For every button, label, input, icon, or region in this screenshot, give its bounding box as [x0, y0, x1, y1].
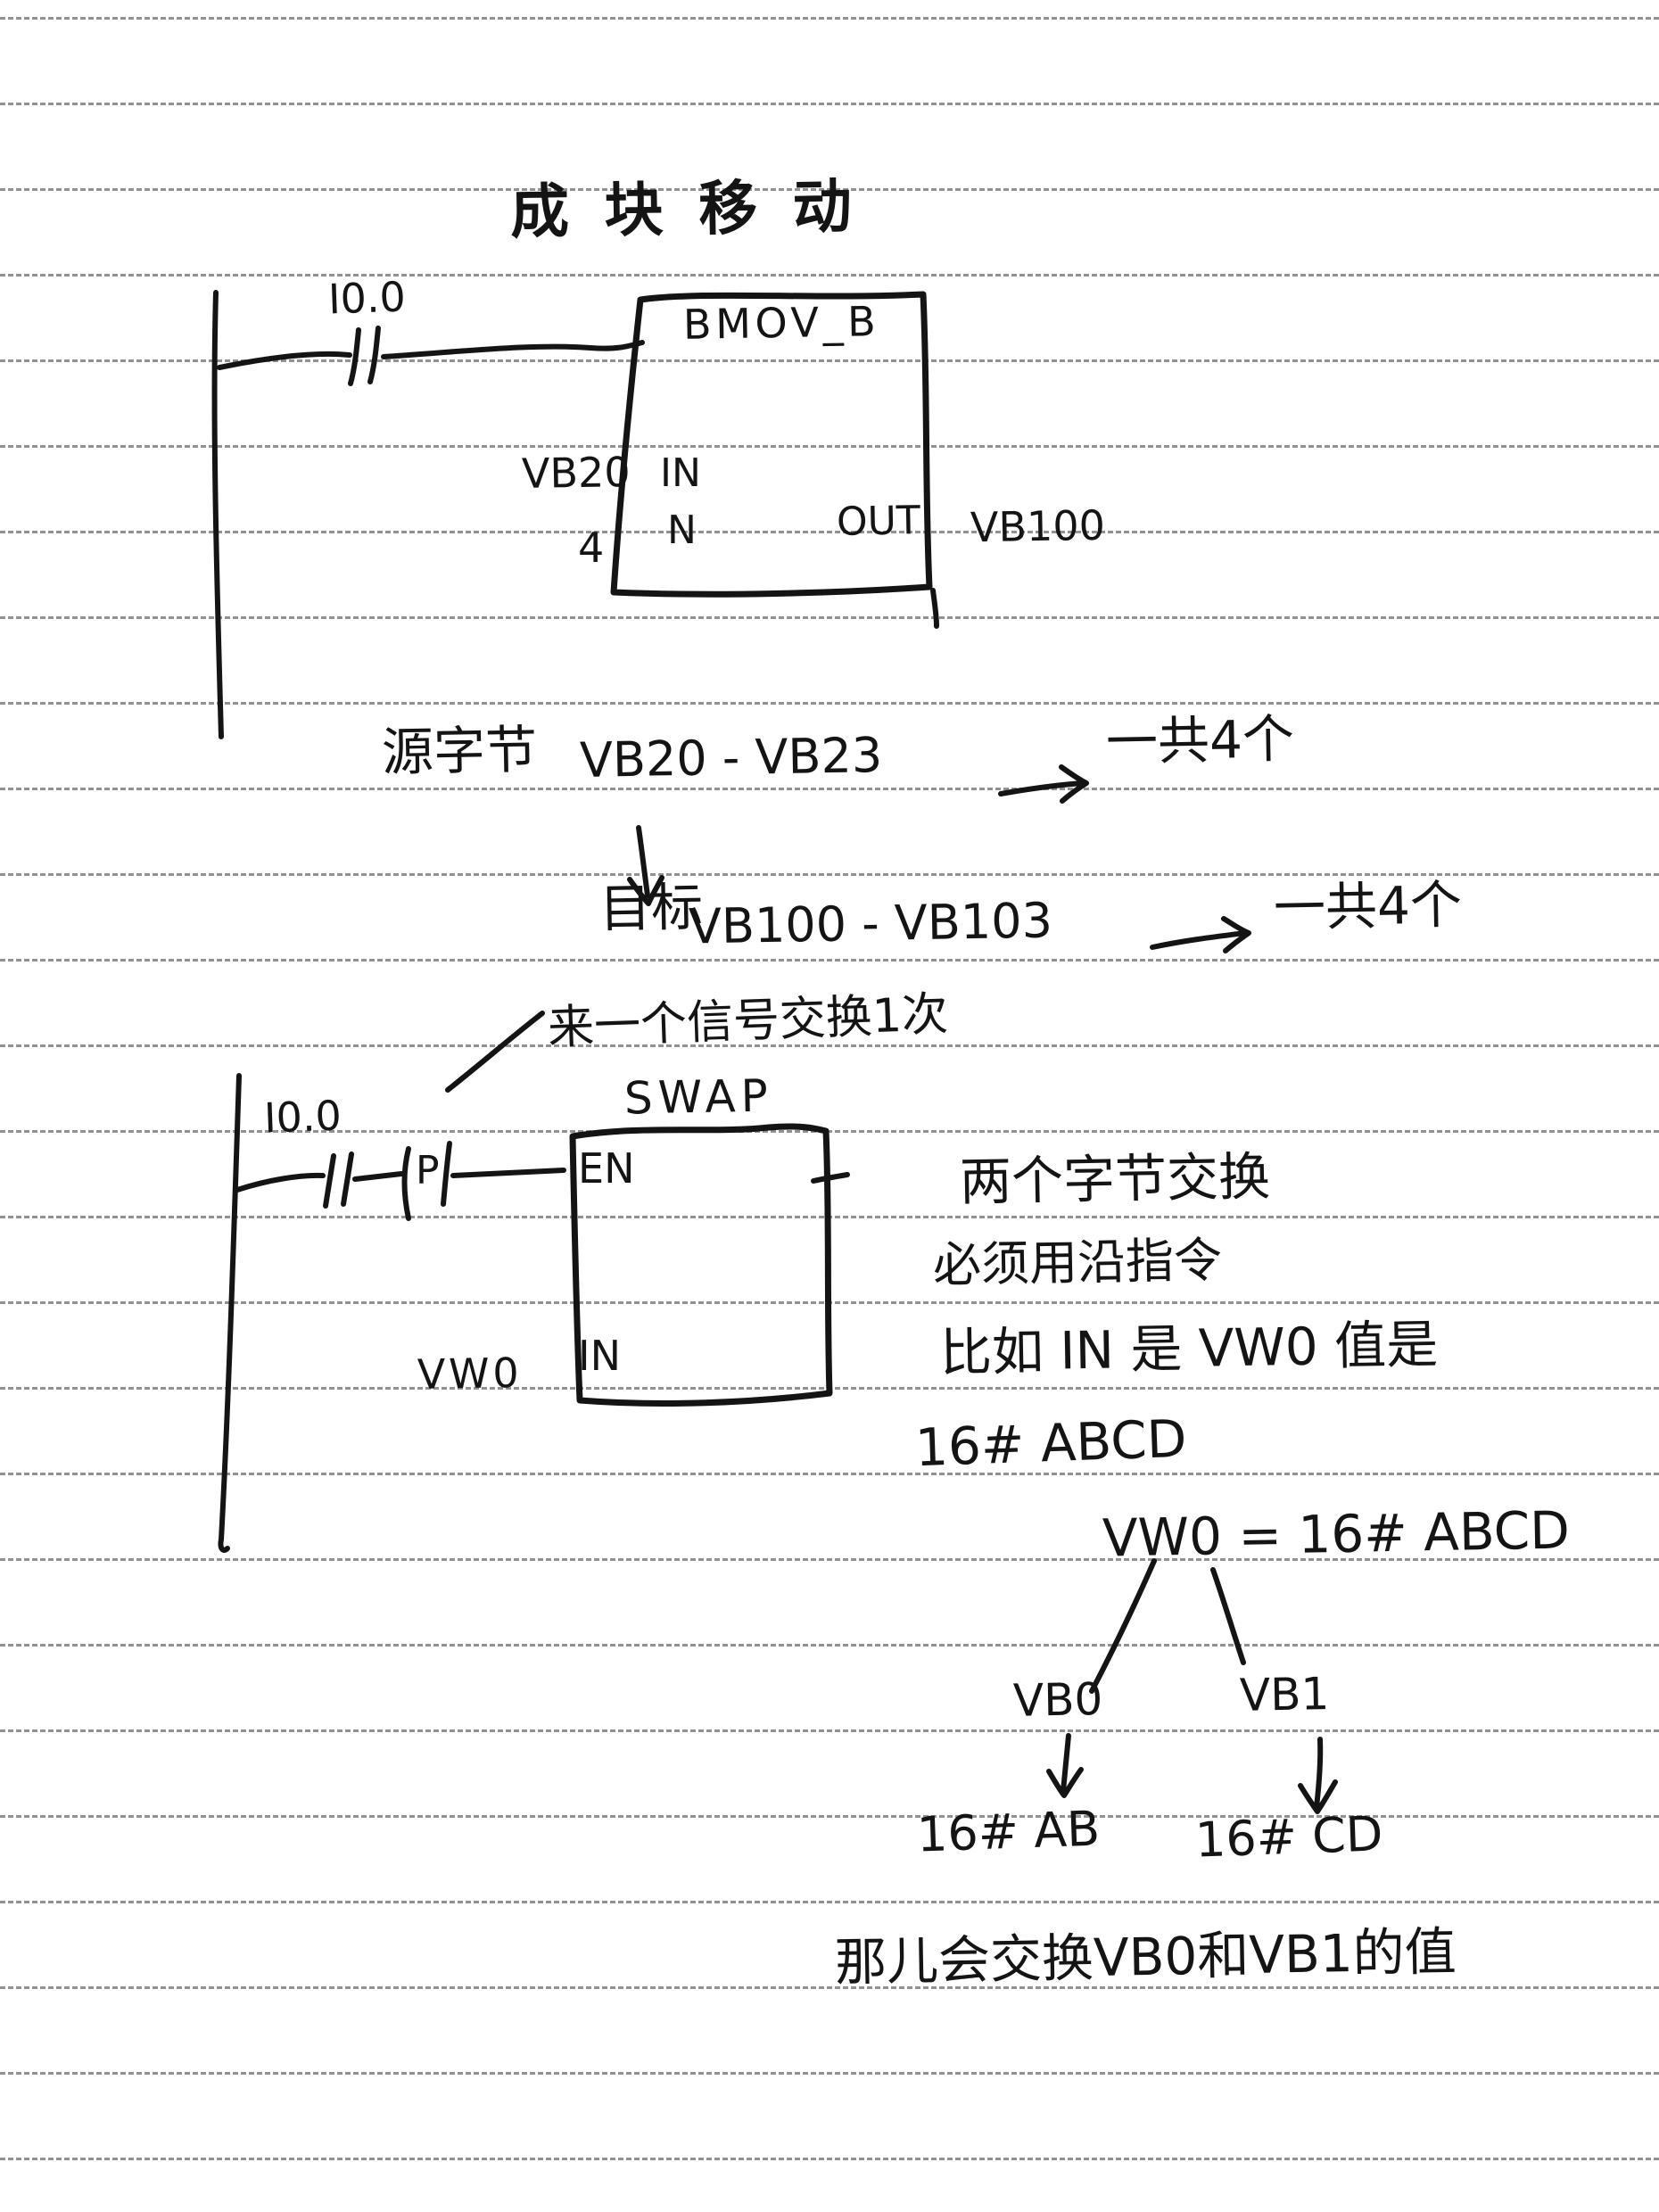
wire	[217, 351, 352, 370]
ruled-line	[0, 445, 1659, 448]
contact-bar	[323, 1153, 336, 1209]
contact-bar	[348, 327, 361, 386]
wire	[381, 340, 645, 359]
ruled-line	[0, 1815, 1659, 1818]
ruled-line	[0, 616, 1659, 619]
arrow-right-icon	[998, 764, 1089, 804]
ruled-line	[0, 2158, 1659, 2160]
bmov-in-pin: IN	[660, 450, 701, 496]
bmov-box-title: BMOV_B	[682, 297, 880, 349]
bmov-out-pin: OUT	[836, 498, 921, 545]
ruled-line	[0, 788, 1659, 790]
ruled-line	[0, 359, 1659, 362]
edge-contact-bar	[401, 1146, 411, 1221]
swap-box	[569, 1123, 833, 1407]
ruled-line	[0, 2072, 1659, 2075]
arrow-right-icon	[1150, 916, 1251, 953]
power-rail	[211, 290, 224, 739]
ruled-line	[0, 1901, 1659, 1903]
network1-contact-label: I0.0	[327, 272, 407, 324]
ruled-line	[0, 1644, 1659, 1647]
annotation-pointer-line	[445, 1011, 545, 1093]
swap-en-pin: EN	[578, 1144, 635, 1193]
swap-box-output-stub	[811, 1172, 850, 1184]
bmov-box	[610, 291, 933, 598]
bmov-n-pin: N	[667, 508, 697, 553]
swap-conclusion: 那儿会交换VB0和VB1的值	[834, 1920, 1457, 1993]
source-byte-range: VB20 - VB23	[579, 727, 883, 788]
ruled-line	[0, 1558, 1659, 1561]
ruled-line	[0, 274, 1659, 276]
ruled-line	[0, 103, 1659, 105]
ruled-line	[0, 1986, 1659, 1989]
source-byte-label: 源字节	[381, 719, 538, 783]
ruled-line	[0, 702, 1659, 705]
swap-in-operand: VW0	[417, 1348, 523, 1399]
ruled-line	[0, 873, 1659, 876]
wire	[235, 1172, 326, 1193]
byte-high-label: VB1	[1239, 1668, 1330, 1721]
target-byte-result: 一共4个	[1273, 874, 1463, 938]
branch-line-right	[1210, 1567, 1246, 1665]
byte-low-label: VB0	[1012, 1673, 1103, 1727]
power-rail	[218, 1073, 242, 1553]
swap-equation: VW0 = 16# ABCD	[1102, 1499, 1571, 1569]
network2-ladder	[218, 1011, 850, 1553]
wire	[450, 1168, 566, 1178]
page-title: 成块移动	[509, 171, 888, 247]
target-byte-range: VB100 - VB103	[688, 892, 1053, 955]
ruled-line	[0, 1044, 1659, 1047]
ruled-line	[0, 1130, 1659, 1133]
swap-note-line3: 比如 IN 是 VW0 值是	[939, 1314, 1439, 1383]
ruled-line	[0, 531, 1659, 533]
arrow-down-icon	[1046, 1733, 1084, 1798]
note-arrows	[627, 764, 1251, 953]
swap-box-title: SWAP	[623, 1069, 774, 1125]
ruled-line	[0, 959, 1659, 962]
arrow-down-icon	[1298, 1737, 1338, 1814]
wire	[352, 1171, 404, 1182]
swap-branches	[1046, 1558, 1338, 1814]
byte-high-value: 16# CD	[1193, 1805, 1384, 1869]
swap-note-line4: 16# ABCD	[913, 1407, 1188, 1479]
swap-note-line1: 两个字节交换	[959, 1145, 1271, 1213]
network2-contact-label: I0.0	[263, 1091, 343, 1143]
ruled-line	[0, 1729, 1659, 1732]
byte-low-value: 16# AB	[915, 1800, 1102, 1863]
ruled-line	[0, 17, 1659, 20]
arrow-down-icon	[627, 825, 664, 906]
swap-note-line2: 必须用沿指令	[932, 1232, 1223, 1293]
source-byte-result: 一共4个	[1105, 708, 1295, 772]
ruled-line	[0, 1473, 1659, 1475]
box-corner-tick	[930, 588, 939, 629]
contact-bar	[367, 326, 381, 384]
contact-bar	[341, 1151, 354, 1207]
network1-ladder	[211, 290, 939, 739]
swap-in-pin: IN	[578, 1332, 621, 1380]
bmov-n-operand: 4	[578, 524, 605, 572]
bmov-in-operand: VB20	[521, 447, 631, 499]
edge-contact-bar	[441, 1141, 452, 1207]
ruled-line	[0, 188, 1659, 191]
branch-line-left	[1089, 1558, 1157, 1694]
bmov-out-operand: VB100	[970, 500, 1106, 552]
edge-contact-letter: P	[416, 1148, 440, 1193]
